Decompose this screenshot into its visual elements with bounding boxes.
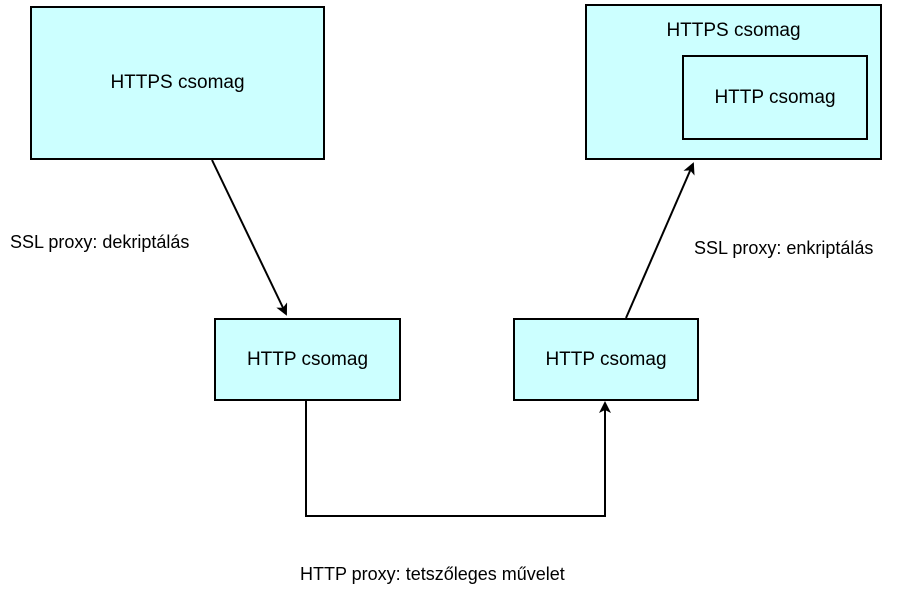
http-packet-left-label: HTTP csomag <box>246 348 369 370</box>
http-packet-inner-box: HTTP csomag <box>682 55 868 140</box>
https-packet-left-box: HTTPS csomag <box>30 6 325 160</box>
http-proxy-label: HTTP proxy: tetszőleges művelet <box>300 564 565 584</box>
http-packet-left-box: HTTP csomag <box>214 318 401 401</box>
http-packet-right-label: HTTP csomag <box>545 348 667 370</box>
https-packet-right-box: HTTPS csomag HTTP csomag <box>585 4 882 160</box>
arrow-decrypt <box>211 159 288 316</box>
http-packet-inner-label: HTTP csomag <box>714 86 836 108</box>
ssl-encrypt-label: SSL proxy: enkriptálás <box>694 238 874 258</box>
arrow-encrypt <box>625 162 695 319</box>
https-packet-right-label: HTTPS csomag <box>666 20 801 41</box>
https-packet-left-label: HTTPS csomag <box>110 72 245 93</box>
ssl-decrypt-label: SSL proxy: dekriptálás <box>10 232 190 252</box>
arrow-http-proxy <box>305 400 611 517</box>
http-packet-right-box: HTTP csomag <box>513 318 699 401</box>
